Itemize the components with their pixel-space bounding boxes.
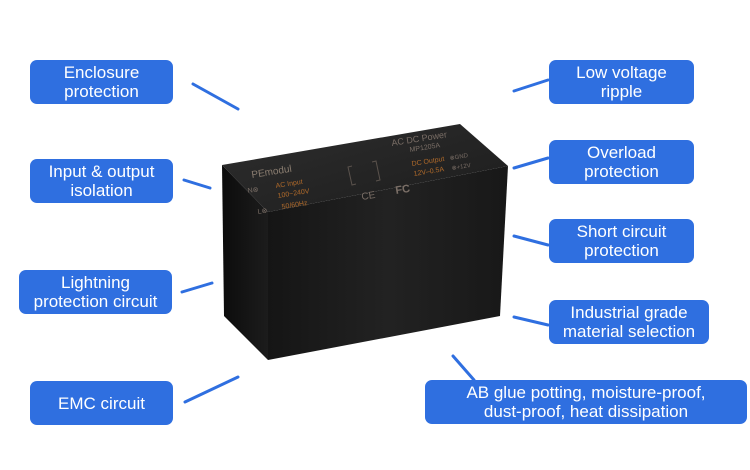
module-pin-n: N⊗ [247,186,259,195]
isolation-bracket-left [347,165,357,186]
callout-label: Short circuit protection [576,222,667,260]
callout-label: Low voltage ripple [576,63,667,101]
callout-short-circuit-protection: Short circuit protection [549,219,694,263]
callout-low-voltage-ripple: Low voltage ripple [549,60,694,104]
module-frequency: 50/60Hz [281,200,308,211]
callout-label: Overload protection [584,143,659,181]
callout-label: Enclosure protection [63,63,140,101]
module-gnd: ⊗GND [449,153,469,162]
callout-enclosure-protection: Enclosure protection [30,60,173,104]
module-ac-input: AC Input [275,179,303,190]
callout-input-output-isolation: Input & output isolation [30,159,173,203]
callout-label: Lightning protection circuit [33,273,158,311]
module-side-face [222,165,268,360]
callout-emc-circuit: EMC circuit [30,381,173,425]
leader-line-overload [512,156,550,170]
callout-overload-protection: Overload protection [549,140,694,184]
fc-mark: FC [395,183,411,197]
leader-line-lightning [180,281,214,294]
callout-label: Industrial grade material selection [562,303,696,341]
callout-label: EMC circuit [58,393,145,413]
module-voltage-range: 100~240V [277,188,310,200]
callout-industrial-grade: Industrial grade material selection [549,300,709,344]
leader-line-short [512,234,550,247]
leader-line-emc [183,375,240,404]
module-front-face [268,166,508,360]
leader-line-ripple [512,78,550,93]
leader-line-industrial [512,315,550,327]
module-top-face [222,124,508,212]
module-plus: ⊗+12V [451,163,471,172]
leader-line-ab-glue [451,354,476,382]
isolation-bracket-right [371,160,381,182]
leader-line-isolation [182,178,212,190]
leader-line-enclosure [191,82,240,111]
callout-lightning-protection: Lightning protection circuit [19,270,172,314]
callout-ab-glue-potting: AB glue potting, moisture-proof, dust-pr… [425,380,747,424]
ce-mark: CE [361,190,377,203]
module-model: MP1205A [409,142,441,154]
callout-label: AB glue potting, moisture-proof, dust-pr… [466,383,706,421]
callout-label: Input & output isolation [48,162,155,200]
module-dc-value: 12V–0.5A [413,166,445,178]
module-pin-l: L⊗ [257,208,268,216]
